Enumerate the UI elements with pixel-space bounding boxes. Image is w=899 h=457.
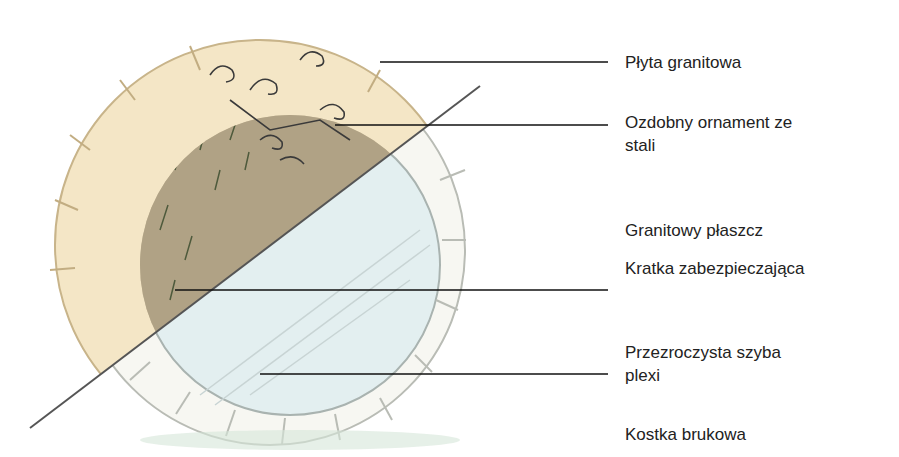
part-label: Przezroczysta szyba plexi	[625, 342, 795, 388]
part-label: Kratka zabezpieczająca	[625, 258, 815, 281]
part-label: Granitowy płaszcz	[625, 220, 885, 243]
part-label: Ozdobny ornament ze stali	[625, 112, 815, 158]
leader-lines	[175, 62, 608, 374]
part-label: Kostka brukowa	[625, 424, 885, 447]
steel-ornament	[210, 52, 350, 164]
part-label: Płyta granitowa	[625, 52, 885, 75]
